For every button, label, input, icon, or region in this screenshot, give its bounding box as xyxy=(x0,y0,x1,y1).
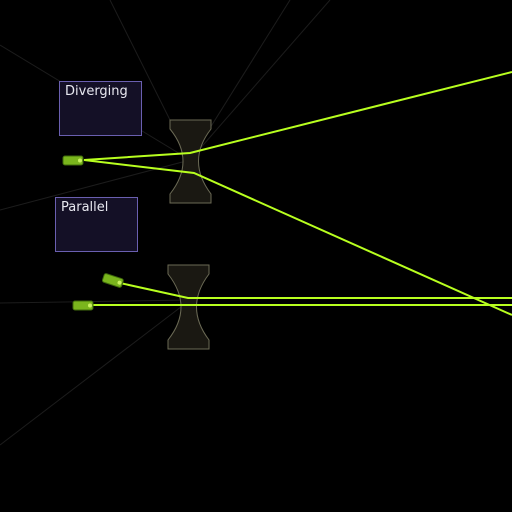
faint-background-rays xyxy=(0,0,331,446)
beam-lower xyxy=(83,159,512,316)
faint-ray xyxy=(0,299,191,446)
laser-diverging[interactable] xyxy=(62,155,84,166)
faint-ray xyxy=(189,0,331,161)
beam-upper xyxy=(83,71,512,161)
concave-lens-bottom[interactable] xyxy=(167,264,210,350)
laser-lens-icon xyxy=(78,158,82,163)
diverging-beams xyxy=(83,71,512,316)
faint-ray xyxy=(0,299,191,304)
laser-lens-icon xyxy=(117,280,122,285)
beam-tilted xyxy=(119,282,512,299)
parallel-beams xyxy=(92,282,512,306)
laser-parallel-straight[interactable] xyxy=(72,300,94,311)
diverging-button[interactable]: Diverging xyxy=(59,81,142,136)
concave-lens-top[interactable] xyxy=(169,119,212,204)
laser-parallel-tilted[interactable] xyxy=(101,273,124,288)
laser-lens-icon xyxy=(88,303,92,308)
parallel-button[interactable]: Parallel xyxy=(55,197,138,252)
